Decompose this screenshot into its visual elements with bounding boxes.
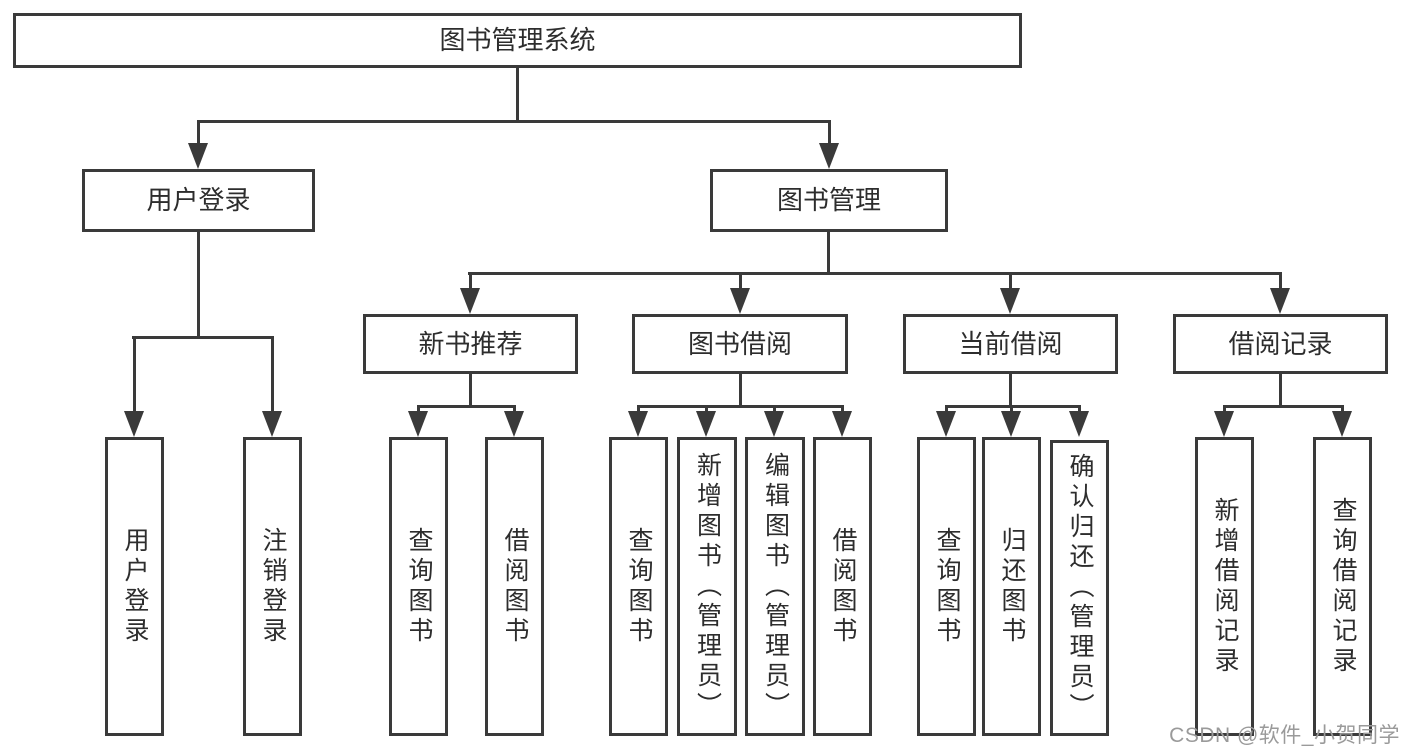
connector-vline — [197, 232, 200, 339]
node-label: 查询图书 — [933, 526, 961, 647]
connector-vline — [1341, 405, 1344, 415]
arrow-down-icon — [504, 411, 524, 437]
node-label: 新书推荐 — [418, 328, 523, 359]
node-label: 查询借阅记录 — [1329, 496, 1357, 677]
connector-vline — [1279, 272, 1282, 290]
node-label: 图书管理 — [776, 185, 881, 216]
node-label: 图书借阅 — [687, 328, 792, 359]
arrow-down-icon — [262, 411, 282, 437]
node-label: 归还图书 — [998, 526, 1026, 647]
connector-vline — [1009, 374, 1012, 408]
connector-vline — [841, 405, 844, 415]
node-book-management: 图书管理 — [710, 169, 948, 232]
node-label: 当前借阅 — [958, 328, 1063, 359]
leaf-add-borrow-record: 新增借阅记录 — [1195, 437, 1254, 736]
connector-vline — [1010, 405, 1013, 415]
node-borrow-records: 借阅记录 — [1173, 314, 1388, 374]
leaf-user-login: 用户登录 — [105, 437, 164, 736]
node-label: 新增借阅记录 — [1211, 496, 1239, 677]
arrow-down-icon — [408, 411, 428, 437]
csdn-watermark: CSDN @软件_小贺同学 — [1169, 724, 1400, 747]
connector-vline — [739, 374, 742, 408]
node-label: 确认归还（管理员） — [1066, 453, 1094, 723]
connector-vline — [945, 405, 948, 415]
connector-hline — [468, 272, 1282, 275]
arrow-down-icon — [1214, 411, 1234, 437]
node-label: 借阅图书 — [501, 526, 529, 647]
node-label: 注销登录 — [259, 526, 287, 647]
connector-vline — [513, 405, 516, 415]
leaf-add-book-admin: 新增图书（管理员） — [677, 437, 737, 736]
node-new-book-recommend: 新书推荐 — [363, 314, 578, 374]
node-label: 借阅图书 — [829, 526, 857, 647]
connector-vline — [637, 405, 640, 415]
connector-vline — [417, 405, 420, 415]
connector-vline — [773, 405, 776, 415]
arrow-down-icon — [1332, 411, 1352, 437]
arrow-down-icon — [124, 411, 144, 437]
connector-vline — [1279, 374, 1282, 408]
leaf-confirm-return-admin: 确认归还（管理员） — [1050, 440, 1109, 736]
node-label: 编辑图书（管理员） — [761, 451, 790, 722]
node-label: 图书管理系统 — [439, 25, 596, 56]
leaf-borrow-books-recommend: 借阅图书 — [485, 437, 544, 736]
arrow-down-icon — [460, 288, 480, 314]
connector-hline — [197, 120, 830, 123]
arrow-down-icon — [1001, 411, 1021, 437]
connector-vline — [827, 232, 830, 275]
arrow-down-icon — [188, 143, 208, 169]
node-label: 查询图书 — [405, 526, 433, 647]
node-label: 借阅记录 — [1228, 328, 1333, 359]
arrow-down-icon — [730, 288, 750, 314]
node-label: 查询图书 — [625, 526, 653, 647]
connector-vline — [271, 336, 274, 413]
connector-hline — [1223, 405, 1344, 408]
arrow-down-icon — [628, 411, 648, 437]
connector-vline — [705, 405, 708, 415]
node-book-borrow: 图书借阅 — [632, 314, 848, 374]
connector-vline — [1009, 272, 1012, 290]
node-label: 新增图书（管理员） — [693, 451, 722, 722]
node-label: 用户登录 — [121, 526, 149, 647]
leaf-query-borrow-record: 查询借阅记录 — [1313, 437, 1372, 736]
connector-vline — [1223, 405, 1226, 415]
connector-vline — [1078, 405, 1081, 415]
connector-hline — [637, 405, 844, 408]
arrow-down-icon — [819, 143, 839, 169]
arrow-down-icon — [1000, 288, 1020, 314]
arrow-down-icon — [832, 411, 852, 437]
arrow-down-icon — [696, 411, 716, 437]
leaf-borrow-books: 借阅图书 — [813, 437, 872, 736]
connector-hline — [132, 336, 274, 339]
leaf-query-books-current: 查询图书 — [917, 437, 976, 736]
node-current-borrow: 当前借阅 — [903, 314, 1118, 374]
connector-vline — [133, 336, 136, 413]
connector-vline — [469, 272, 472, 290]
connector-vline — [828, 120, 831, 145]
connector-vline — [516, 68, 519, 123]
arrow-down-icon — [1069, 411, 1089, 437]
connector-vline — [469, 374, 472, 408]
leaf-edit-book-admin: 编辑图书（管理员） — [745, 437, 805, 736]
leaf-logout: 注销登录 — [243, 437, 302, 736]
connector-vline — [739, 272, 742, 290]
node-root: 图书管理系统 — [13, 13, 1022, 68]
node-label: 用户登录 — [146, 185, 251, 216]
connector-hline — [417, 405, 516, 408]
leaf-query-books-borrow: 查询图书 — [609, 437, 668, 736]
leaf-return-book: 归还图书 — [982, 437, 1041, 736]
arrow-down-icon — [1270, 288, 1290, 314]
node-user-login: 用户登录 — [82, 169, 315, 232]
leaf-query-books-recommend: 查询图书 — [389, 437, 448, 736]
connector-vline — [197, 120, 200, 145]
arrow-down-icon — [764, 411, 784, 437]
connector-hline — [945, 405, 1081, 408]
arrow-down-icon — [936, 411, 956, 437]
